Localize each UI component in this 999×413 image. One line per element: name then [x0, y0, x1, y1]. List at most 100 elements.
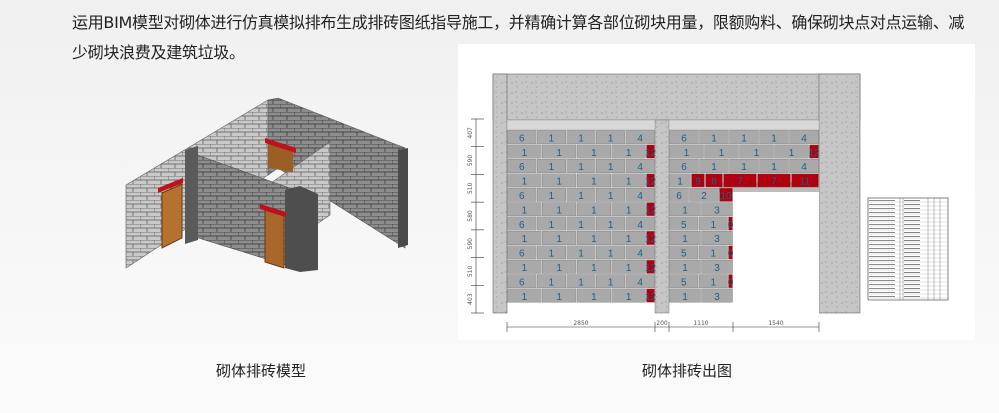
drawing.left_wall_rows-block — [507, 231, 542, 245]
lintel-right — [260, 204, 286, 217]
quantity-table — [867, 197, 949, 301]
drawing.left_wall_rows-block — [611, 231, 646, 245]
horizontal-dimension: 2850 — [573, 320, 588, 327]
block-label: 1 — [522, 177, 528, 188]
drawing.right_wall_rows-block — [701, 259, 733, 274]
vertical-dimension: 407 — [467, 127, 474, 139]
drawing.left_wall_rows-block — [646, 202, 655, 217]
drawing.right_wall_rows-block — [719, 187, 733, 202]
drawing.left_wall_rows-block — [611, 288, 646, 303]
block-label: 1 — [549, 220, 555, 231]
vertical-dimension: 403 — [467, 293, 474, 305]
block-label: 1 — [741, 133, 747, 144]
block-label: 1 — [608, 162, 614, 173]
lintel-left — [158, 178, 183, 193]
block-label: 3 — [714, 263, 720, 274]
drawing.left_wall_rows-block — [507, 288, 542, 303]
drawing.left_wall_rows-block — [625, 216, 655, 231]
drawing.left_wall_rows-block — [536, 130, 566, 145]
drawing.left_wall_rows-block — [596, 216, 626, 231]
drawing.right_wall_rows-block — [669, 173, 691, 188]
drawing.left_wall_rows-block — [566, 159, 596, 173]
drawing.left_wall_rows-block — [542, 202, 577, 217]
drawing.right_wall_rows-block — [701, 288, 733, 303]
drawing.right_wall_rows-block — [669, 187, 689, 202]
block-label: 6 — [519, 133, 525, 144]
block-label: 1 — [771, 162, 777, 173]
drawing.left_wall_rows-block — [625, 274, 655, 289]
block-label: 1 — [591, 205, 597, 216]
drawing.left_wall_rows-block — [625, 187, 655, 202]
top-joint-left — [506, 119, 656, 131]
block-label: 1 — [682, 234, 688, 245]
block-label: 10 — [720, 191, 732, 202]
block-label: 1 — [549, 162, 555, 173]
drawing.left_wall_rows-block — [646, 231, 655, 245]
drawing.left_wall_rows-block — [542, 259, 577, 274]
block-label: 5 — [681, 249, 687, 260]
drawing.right_wall_rows-block — [669, 245, 699, 260]
block-label: 1 — [578, 162, 584, 173]
block-label: 1 — [626, 148, 632, 159]
drawing.left_wall_rows-block — [536, 216, 566, 231]
drawing.left_wall_rows-block — [536, 245, 566, 260]
block-label: 1 — [549, 249, 555, 260]
horizontal-dimension: 200 — [656, 320, 668, 327]
drawing.left_wall_rows-block — [542, 231, 577, 245]
block-label: 1 — [710, 249, 716, 260]
drawing.left_wall_rows-block — [507, 159, 537, 173]
drawing.right_wall_rows-block — [789, 159, 819, 173]
block-label: 1 — [626, 234, 632, 245]
drawing.left_wall_rows-block — [507, 274, 537, 289]
block-label: 2 — [701, 191, 707, 202]
drawing.right_wall_rows-block — [699, 159, 729, 173]
block-label: 9 — [695, 177, 701, 188]
block-label: 0 — [728, 277, 734, 288]
block-label: 1 — [608, 249, 614, 260]
block-label: 1 — [556, 177, 562, 188]
drawing.left_wall_rows-block — [566, 216, 596, 231]
drawing.left_wall_rows-block — [536, 274, 566, 289]
drawing.left_wall_rows-block — [611, 144, 646, 159]
block-label: 0 — [728, 220, 734, 231]
drawing.left_wall_rows-block — [611, 259, 646, 274]
drawing.left_wall_rows-block — [566, 187, 596, 202]
drawing.right_wall_rows-block — [759, 159, 789, 173]
block-label: 4 — [637, 220, 643, 231]
block-label: 1 — [710, 220, 716, 231]
block-label: 12 — [645, 263, 657, 274]
drawing.right_wall_rows-block — [669, 274, 699, 289]
block-label: 1 — [522, 148, 528, 159]
drawing.right_wall_rows-block — [689, 187, 719, 202]
drawing.right_wall_rows-block — [669, 216, 699, 231]
top-beam — [492, 73, 861, 121]
drawing.right_wall_rows-block — [669, 259, 701, 274]
block-label: 1 — [556, 234, 562, 245]
drawing.left_wall_rows-block — [596, 187, 626, 202]
block-label: 1 — [741, 162, 747, 173]
drawing.left_wall_rows-block — [596, 130, 626, 145]
drawing.right_wall_rows-block — [705, 173, 723, 188]
drawing.right_wall_rows-block — [728, 245, 733, 260]
drawing.right_wall_rows-block — [669, 130, 699, 145]
block-label: 4 — [637, 249, 643, 260]
block-label: 4 — [637, 162, 643, 173]
block-label: 1 — [578, 249, 584, 260]
block-label: 6 — [681, 162, 687, 173]
block-label: 6 — [519, 249, 525, 260]
drawing.right_wall_rows-block — [759, 130, 789, 145]
drawing.left_wall_rows-block — [507, 216, 537, 231]
drawing.left_wall_rows-block — [536, 159, 566, 173]
drawing.left_wall_rows-block — [576, 144, 611, 159]
vertical-dimension: 590 — [467, 155, 474, 167]
block-label: 1 — [522, 263, 528, 274]
block-label: 1 — [522, 292, 528, 303]
block-label: 12 — [808, 148, 820, 159]
vertical-dimension: 580 — [467, 210, 474, 222]
door-right-icon — [264, 209, 285, 269]
block-label: 1 — [556, 148, 562, 159]
door-opening — [733, 192, 819, 313]
drawing.left_wall_rows-block — [507, 144, 542, 159]
drawing.left_wall_rows-block — [566, 130, 596, 145]
